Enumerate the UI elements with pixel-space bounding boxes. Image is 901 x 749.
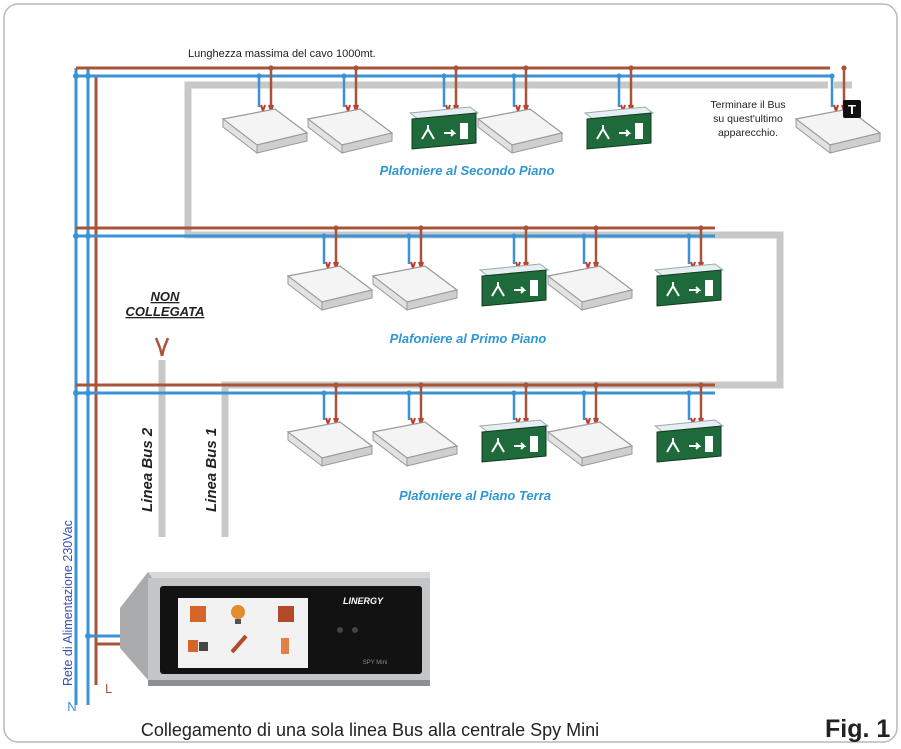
exit-sign-icon [478,225,550,307]
bus2-label: Linea Bus 2 [139,427,156,512]
cut-wire-icon [154,337,170,357]
exit-sign-icon [653,382,725,463]
figure-frame [3,3,898,743]
ceiling-lamp-icon [221,65,309,155]
controller-model: SPY Mini [363,660,388,666]
exit-sign-icon [408,65,480,150]
devices-layer [221,65,882,468]
figure-label: Fig. 1 [825,715,890,743]
not-connected-line-2: COLLEGATA [126,304,205,319]
ceiling-lamp-icon [286,225,374,312]
ceiling-lamp-icon [371,382,459,468]
cable-length-note: Lunghezza massima del cavo 1000mt. [188,48,376,60]
controller-brand: LINERGY [343,596,384,606]
terminator-symbol: T [843,100,861,118]
spy-mini-controller: LINERGY SPY Mini [120,572,430,686]
neutral-label: N [67,699,76,714]
floor-label-secondo: Plafoniere al Secondo Piano [380,163,555,178]
floor-label-primo: Plafoniere al Primo Piano [390,331,547,346]
ceiling-lamp-icon [371,225,459,312]
ceiling-lamp-icon [476,65,564,155]
ceiling-lamp-icon [546,382,634,468]
terminate-note-line-3: apparecchio. [718,127,778,139]
floor-feeds [76,66,830,646]
ceiling-lamp-icon [546,225,634,312]
power-label: Rete di Alimentazione 230Vac [61,520,75,686]
ceiling-lamp-icon [286,382,374,468]
exit-sign-icon [583,65,655,150]
ceiling-lamp-icon [306,65,394,155]
screen-icons [188,605,294,654]
terminate-note-line-2: su quest'ultimo [713,113,783,125]
exit-sign-icon [653,225,725,307]
exit-sign-icon [478,382,550,463]
caption: Collegamento di una sola linea Bus alla … [141,720,599,740]
floor-label-terra: Plafoniere al Piano Terra [399,488,551,503]
terminator-letter: T [848,102,856,117]
junction-dots [73,73,91,639]
terminate-note-line-1: Terminare il Bus [710,99,785,111]
not-connected-line-1: NON [151,289,181,304]
live-label: L [105,681,112,696]
bus1-label: Linea Bus 1 [203,428,220,512]
